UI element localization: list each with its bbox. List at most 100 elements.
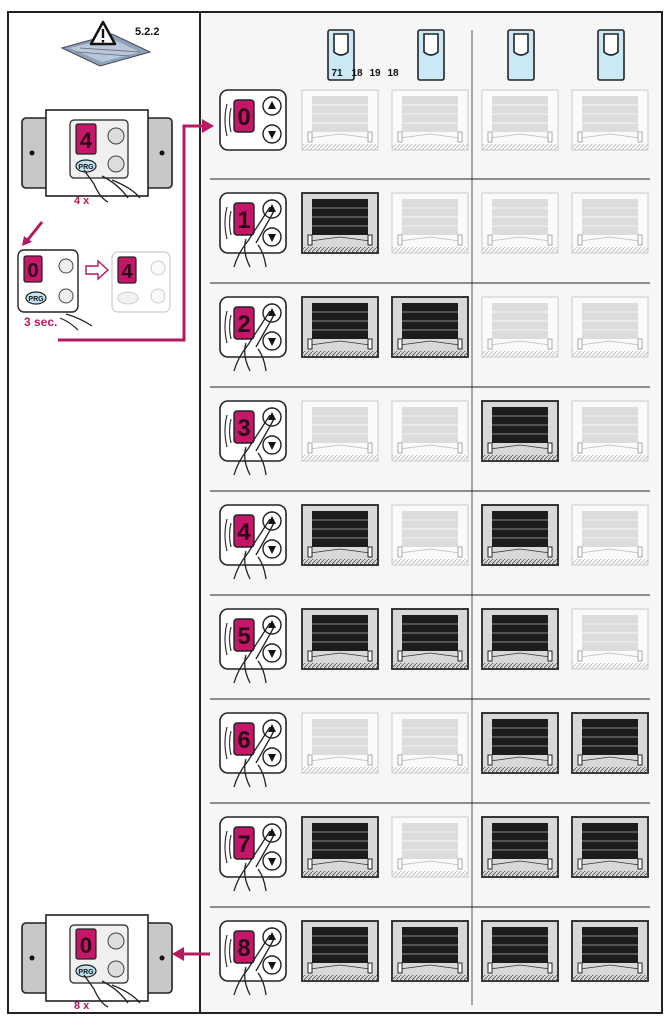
garage-door-icon	[571, 920, 649, 982]
door-track	[579, 133, 641, 139]
floor-hatch	[302, 455, 378, 461]
door-sensor-left	[307, 131, 313, 143]
code-pad: 6	[219, 712, 287, 788]
door-sensor-right	[367, 131, 373, 143]
selection-row: 3	[210, 386, 650, 476]
signal-wave-icon	[228, 626, 232, 652]
garage-door-icon	[481, 504, 559, 566]
door-sensor-right	[547, 131, 553, 143]
door-track	[489, 548, 551, 554]
door-track	[399, 548, 461, 554]
led-digit: 7	[237, 831, 250, 858]
led-display	[75, 928, 97, 960]
door-sensor-right	[637, 962, 643, 974]
screw-icon	[29, 955, 35, 961]
led-digit: 5	[237, 623, 250, 650]
signal-wave-icon	[224, 310, 228, 344]
hand-transmitter-icon	[507, 29, 535, 81]
down-arrow-icon	[268, 546, 276, 554]
down-arrow-icon	[268, 234, 276, 242]
up-arrow-icon	[268, 204, 276, 212]
floor-hatch	[482, 663, 558, 669]
door-sensor-right	[547, 754, 553, 766]
door-track	[309, 756, 371, 762]
led-display	[233, 202, 255, 236]
door-track	[309, 444, 371, 450]
down-button	[58, 288, 74, 304]
door-sensor-right	[367, 442, 373, 454]
door-sensor-right	[547, 442, 553, 454]
signal-wave-icon	[228, 107, 232, 133]
code-pad: 8	[219, 920, 287, 996]
door-sensor-right	[637, 338, 643, 350]
transmitter-button	[513, 33, 529, 56]
led-display	[233, 410, 255, 444]
floor-hatch	[572, 975, 648, 981]
up-button	[107, 932, 125, 950]
door-sensor-left	[307, 650, 313, 662]
led-display	[233, 306, 255, 340]
door-track	[399, 756, 461, 762]
floor-hatch	[572, 663, 648, 669]
door-sensor-right	[637, 546, 643, 558]
screw-icon	[159, 955, 165, 961]
signal-wave-icon	[228, 938, 232, 964]
door-sensor-right	[367, 338, 373, 350]
led-display	[233, 722, 255, 756]
hand-icon	[83, 974, 141, 1008]
led-digit: 1	[237, 207, 250, 234]
led-display	[233, 99, 255, 133]
signal-wave-icon	[228, 314, 232, 340]
door-sensor-left	[307, 442, 313, 454]
signal-wave-icon	[228, 730, 232, 756]
door-sensor-left	[307, 338, 313, 350]
garage-door-icon	[481, 712, 559, 774]
door-sensor-right	[457, 858, 463, 870]
door-track	[309, 236, 371, 242]
door-sensor-right	[637, 858, 643, 870]
up-arrow-icon	[268, 308, 276, 316]
door-sensor-right	[457, 131, 463, 143]
garage-door-icon	[391, 400, 469, 462]
garage-door-icon	[571, 296, 649, 358]
door-track	[399, 444, 461, 450]
floor-hatch	[302, 351, 378, 357]
floor-hatch	[482, 975, 558, 981]
door-track	[489, 444, 551, 450]
led-digit: 0	[27, 260, 38, 282]
screw-icon	[29, 150, 35, 156]
pointer-arrow-head	[22, 236, 32, 246]
floor-hatch	[302, 975, 378, 981]
door-sensor-left	[577, 858, 583, 870]
floor-hatch	[482, 871, 558, 877]
floor-hatch	[302, 144, 378, 150]
code-pad: 2	[219, 296, 287, 372]
garage-door-icon	[301, 192, 379, 254]
result-arrow-icon	[85, 259, 110, 281]
floor-hatch	[572, 247, 648, 253]
garage-door-icon	[571, 89, 649, 151]
selection-row: 5	[210, 594, 650, 684]
selection-row: 1	[210, 178, 650, 268]
floor-hatch	[392, 767, 468, 773]
up-button	[58, 258, 74, 274]
door-sensor-right	[367, 754, 373, 766]
garage-door-icon	[481, 192, 559, 254]
floor-hatch	[392, 144, 468, 150]
down-arrow-icon	[268, 131, 276, 139]
door-sensor-left	[397, 338, 403, 350]
door-sensor-right	[637, 650, 643, 662]
up-button-faded	[150, 260, 166, 276]
door-sensor-left	[577, 650, 583, 662]
hand-icon	[233, 622, 275, 684]
down-arrow-icon	[268, 858, 276, 866]
door-track	[309, 860, 371, 866]
door-track	[309, 133, 371, 139]
garage-door-icon	[301, 504, 379, 566]
garage-door-icon	[571, 712, 649, 774]
door-sensor-left	[577, 962, 583, 974]
signal-wave-icon	[224, 414, 228, 448]
led-display	[233, 618, 255, 652]
floor-hatch	[392, 247, 468, 253]
